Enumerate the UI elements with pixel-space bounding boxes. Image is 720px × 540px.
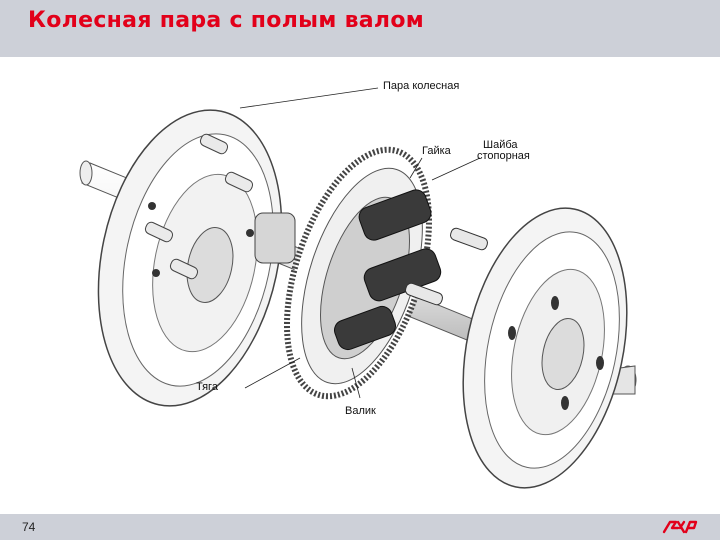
label-washer-line2: стопорная <box>477 150 530 162</box>
slide-footer: 74 <box>0 514 720 540</box>
left-wheel <box>97 109 283 407</box>
rzd-logo-icon <box>662 520 698 534</box>
right-wheel <box>462 207 628 489</box>
label-nut: Гайка <box>422 145 451 157</box>
page-number: 74 <box>22 520 36 534</box>
wheelset-diagram <box>79 87 637 489</box>
coupling-links <box>333 189 488 351</box>
label-wheelset: Пара колесная <box>383 80 460 92</box>
slide-header: Колесная пара с полым валом <box>0 0 720 57</box>
slide-title: Колесная пара с полым валом <box>28 8 425 33</box>
leader-lines <box>239 87 481 399</box>
label-washer-line1: Шайба <box>483 139 518 151</box>
label-pin: Валик <box>345 405 376 417</box>
label-rod: Тяга <box>196 381 218 393</box>
